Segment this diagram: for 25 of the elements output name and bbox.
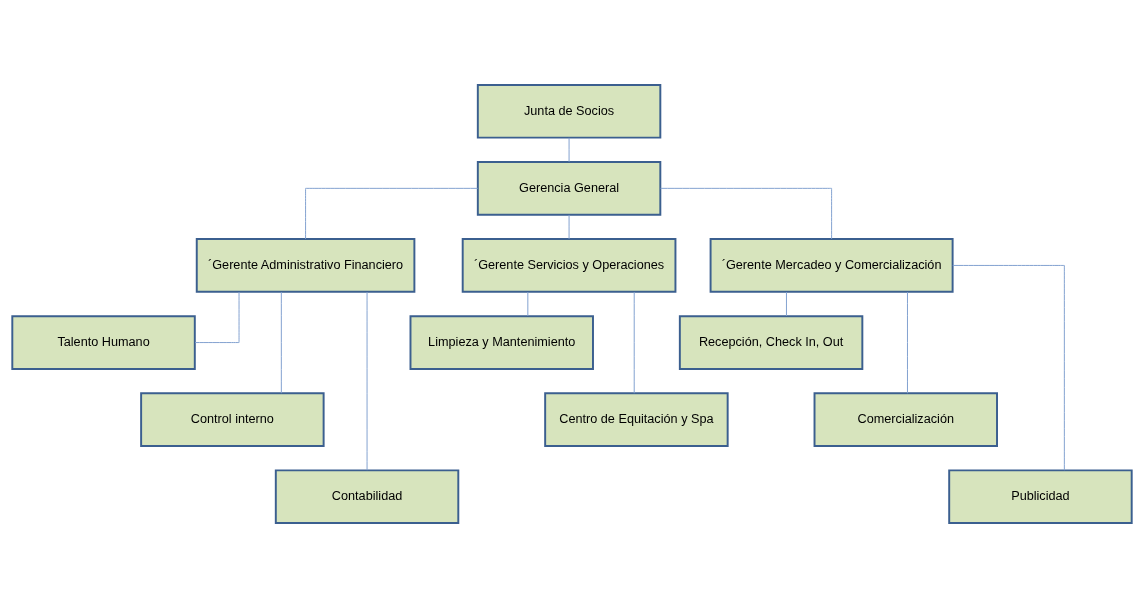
connector — [527, 291, 529, 316]
connector — [366, 291, 368, 471]
connector — [633, 290, 635, 394]
connector — [785, 291, 787, 316]
connector — [194, 291, 240, 343]
node-box: Contabilidad — [274, 468, 460, 524]
node-box: ´Gerente Servicios y Operaciones — [461, 237, 677, 293]
node-box: Publicidad — [948, 468, 1133, 524]
node-box: Recepción, Check In, Out — [678, 314, 864, 370]
node-box: Comercialización — [813, 391, 998, 447]
connector — [907, 290, 908, 394]
node-box: Talento Humano — [11, 314, 196, 370]
node-box: Limpieza y Mantenimiento — [409, 314, 594, 370]
node-box: Gerencia General — [476, 160, 662, 216]
connector — [952, 264, 1065, 471]
node-box: Control interno — [140, 391, 325, 447]
connector — [568, 213, 570, 239]
node-box: Centro de Equitación y Spa — [544, 391, 729, 447]
connector — [305, 187, 479, 239]
node-box: Junta de Socios — [476, 83, 662, 139]
connector — [280, 290, 282, 394]
node-box: ´Gerente Mercadeo y Comercialización — [709, 237, 954, 293]
node-box: ´Gerente Administrativo Financiero — [195, 237, 416, 293]
connector — [660, 187, 833, 239]
connector — [568, 136, 570, 162]
